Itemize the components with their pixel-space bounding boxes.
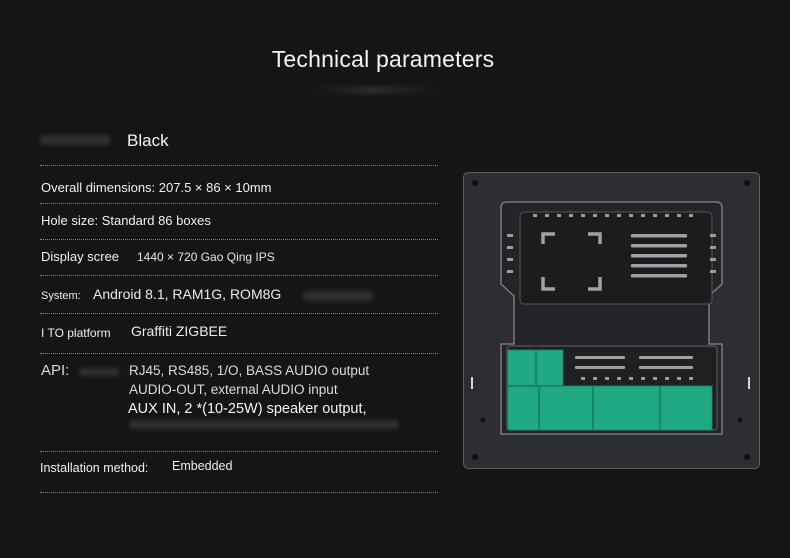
api-line-1: RJ45, RS485, 1/O, BASS AUDIO output — [129, 363, 370, 378]
subtitle-blurred — [310, 86, 440, 94]
spec-row-dimensions: Overall dimensions: 207.5 × 86 × 10mm — [41, 179, 439, 197]
vent-lines-lower — [575, 356, 693, 369]
display-label: Display scree — [41, 249, 120, 264]
device-back-illustration — [463, 172, 760, 469]
page-title: Technical parameters — [271, 46, 495, 72]
api-line-2: AUDIO-OUT, external AUDIO input — [129, 382, 338, 397]
spec-row-api: API: RJ45, RS485, 1/O, BASS AUDIO output… — [41, 362, 439, 429]
spec-row-display: Display scree 1440 × 720 Gao Qing IPS — [41, 248, 439, 266]
blurred-text — [129, 420, 399, 429]
corner-screw-icon — [472, 180, 478, 186]
divider — [40, 353, 438, 354]
dimensions-text: Overall dimensions: 207.5 × 86 × 10mm — [41, 180, 272, 195]
perforation-column-left — [507, 234, 513, 273]
color-value: Black — [127, 131, 169, 150]
hole-size-text: Hole size: Standard 86 boxes — [41, 213, 211, 228]
spec-row-color: Black — [40, 131, 438, 150]
divider — [40, 451, 438, 452]
bottom-mount-holes — [480, 417, 743, 423]
api-label: API: — [41, 362, 70, 379]
spec-row-system: System: Android 8.1, RAM1G, ROM8G — [41, 286, 439, 304]
perforation-row-top — [533, 214, 693, 217]
blurred-label — [79, 368, 119, 376]
system-label: System: — [41, 290, 81, 302]
divider — [40, 275, 438, 276]
divider — [40, 313, 438, 314]
connector-dividers — [508, 350, 661, 430]
side-slot-icons — [471, 377, 750, 389]
spec-row-ito: I TO platform Graffiti ZIGBEE — [41, 323, 439, 342]
blurred-label — [40, 134, 110, 145]
perforation-row-mid — [581, 377, 693, 380]
display-value: 1440 × 720 Gao Qing IPS — [137, 250, 275, 264]
installation-label: Installation method: — [40, 461, 149, 475]
divider — [40, 239, 438, 240]
corner-screw-icon — [744, 180, 750, 186]
installation-value: Embedded — [172, 459, 233, 473]
system-value: Android 8.1, RAM1G, ROM8G — [93, 286, 282, 302]
corner-screw-icon — [744, 454, 750, 460]
divider — [40, 203, 438, 204]
spec-row-hole-size: Hole size: Standard 86 boxes — [41, 212, 439, 230]
grille-lines — [631, 234, 687, 278]
divider — [40, 165, 438, 166]
camera-frame-icon — [541, 232, 602, 291]
blurred-text — [303, 291, 373, 301]
ito-label: I TO platform — [41, 326, 111, 340]
ito-value: Graffiti ZIGBEE — [131, 323, 228, 339]
api-line-3: AUX IN, 2 *(10-25W) speaker output, — [128, 401, 367, 417]
divider — [40, 492, 438, 493]
corner-screw-icon — [472, 454, 478, 460]
green-connector-block — [507, 349, 713, 431]
perforation-column-right — [710, 234, 716, 273]
